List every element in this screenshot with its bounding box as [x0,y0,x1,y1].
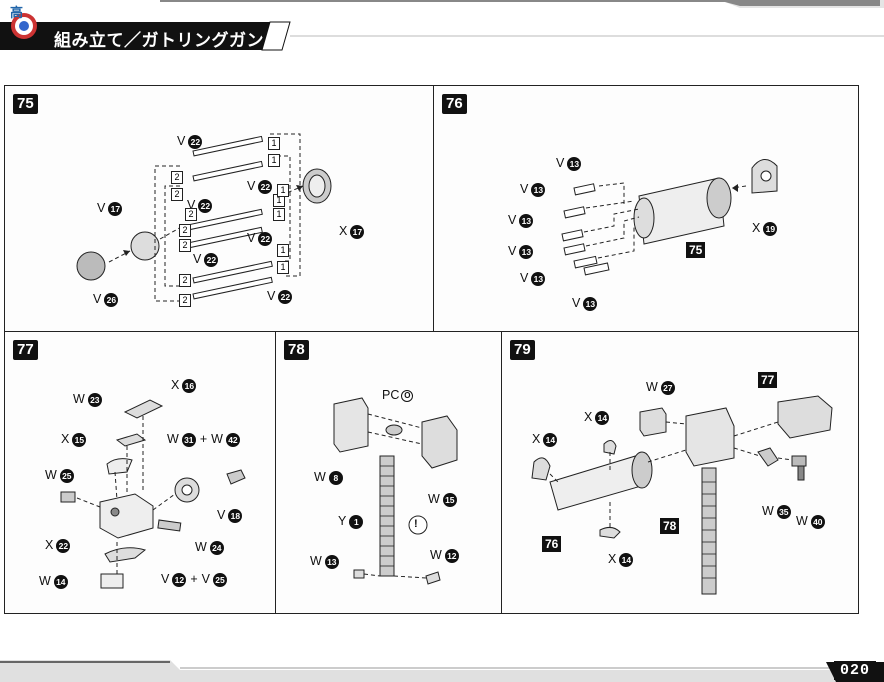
step-79-panel: 79 [501,331,859,614]
assembly-marker: 2 [179,239,191,252]
step-number: 79 [510,340,535,360]
logo-text: 高 [10,6,24,21]
assembly-marker: 1 [268,154,280,167]
step-number: 77 [13,340,38,360]
step-reference: 75 [686,242,706,258]
step-number: 75 [13,94,38,114]
assembly-marker: 2 [171,171,183,184]
step-76-panel: 76 [433,85,859,332]
step-78-drawing [333,397,458,585]
assembly-marker: 1 [277,244,289,257]
step-number: 78 [284,340,309,360]
assembly-marker: 1 [268,137,280,150]
page-title: 組み立て／ガトリングガン [54,31,264,50]
step-75-panel: 75 [4,85,434,332]
assembly-marker: 2 [179,294,191,307]
step-reference: 77 [758,372,778,388]
assembly-marker: 1 [277,261,289,274]
step-reference: 78 [660,518,680,534]
step-76-drawing [561,159,778,276]
header-decoration [0,0,884,51]
step-75-drawing [76,133,332,302]
page-number: 020 [833,661,876,680]
assembly-marker: 2 [179,224,191,237]
step-79-drawing [531,395,833,595]
assembly-marker: 2 [185,208,197,221]
site-logo: 高 [4,4,50,40]
assembly-marker: 1 [277,184,289,197]
caution-mark: ! [414,518,418,530]
step-number: 76 [442,94,467,114]
assembly-marker: 2 [171,188,183,201]
assembly-marker: 2 [179,274,191,287]
step-77-drawing [60,399,246,589]
step-reference: 76 [542,536,562,552]
assembly-marker: 1 [273,208,285,221]
step-77-panel: 77 [4,331,276,614]
step-78-panel: 78 [275,331,502,614]
